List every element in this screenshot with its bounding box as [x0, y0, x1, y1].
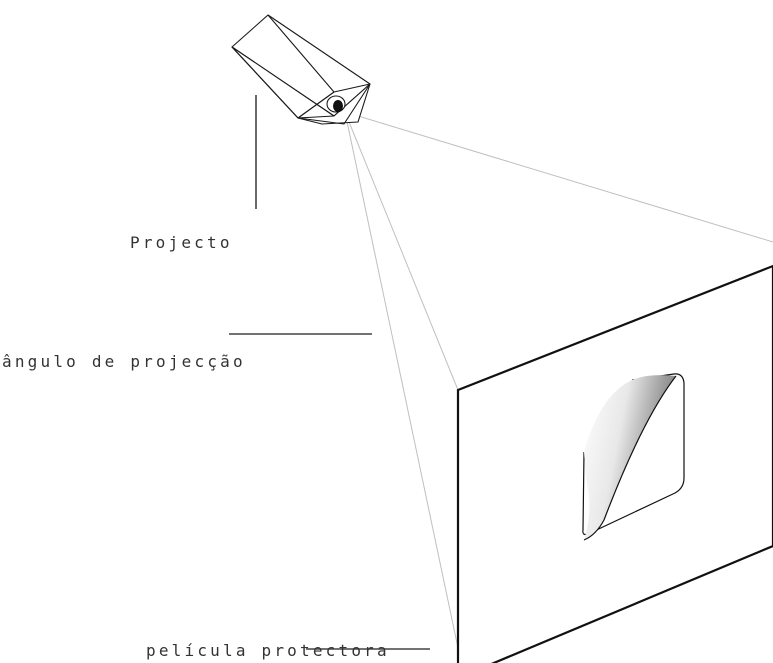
leader-lines	[229, 95, 430, 650]
projection-rays	[344, 111, 773, 649]
projection-ray-top	[344, 111, 773, 243]
projector-label: Projecto	[130, 233, 233, 252]
film-curl-edge	[583, 375, 677, 541]
lens-icon	[326, 95, 346, 113]
peeling-film-icon	[582, 373, 685, 541]
film-curl	[584, 375, 676, 540]
projection-ray-upper-left	[344, 111, 459, 391]
protective-film-label: película protectora	[146, 641, 390, 660]
projector-face-shade	[297, 91, 335, 119]
projection-ray-lower-left	[344, 111, 459, 649]
lens-glass	[333, 100, 343, 112]
projector-box-icon	[231, 14, 371, 125]
projection-angle-label: ângulo de projecção	[2, 352, 246, 371]
